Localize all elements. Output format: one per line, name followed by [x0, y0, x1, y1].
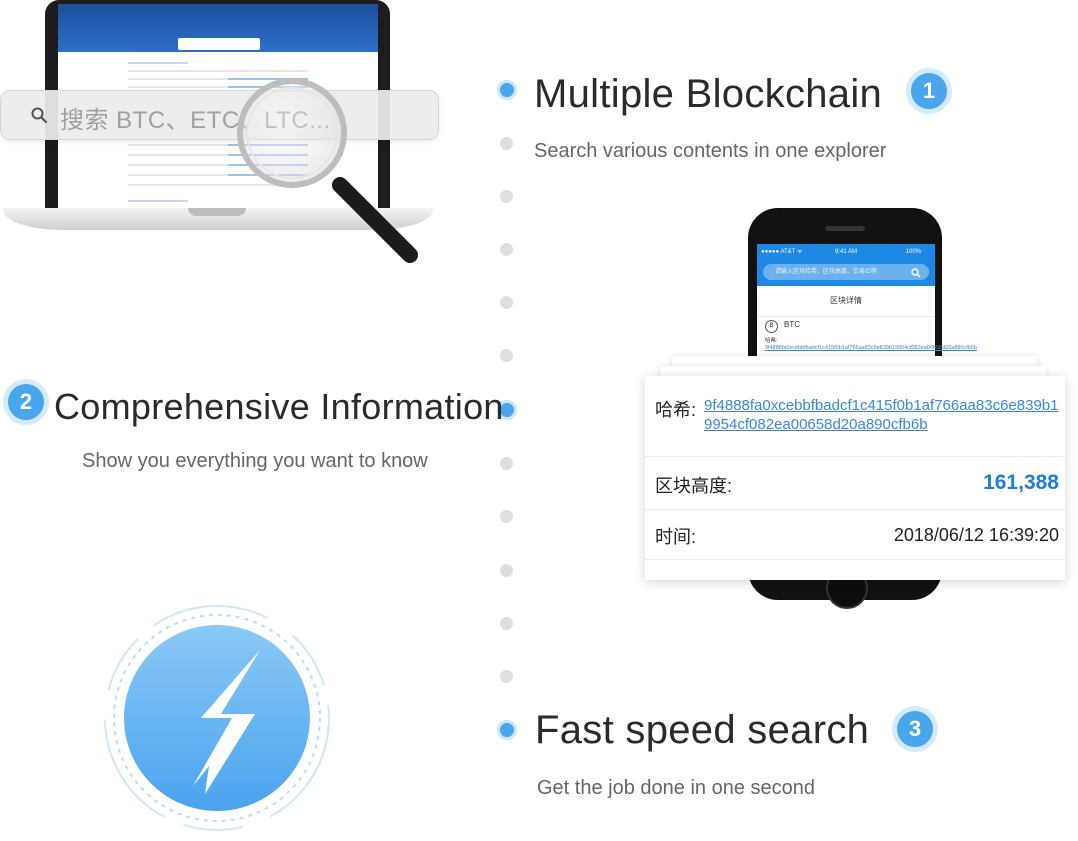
display-link: [228, 78, 308, 80]
coin-icon: B: [765, 320, 778, 333]
feature-2-title: Comprehensive Information: [54, 386, 504, 427]
phone-hash-label: 哈希:: [765, 338, 778, 344]
feature-3-title: Fast speed search: [535, 708, 870, 752]
card-time-value: 2018/06/12 16:39:20: [893, 525, 1059, 545]
timeline-dot: [500, 670, 513, 683]
display-row: [128, 164, 308, 166]
timeline-dot: [500, 564, 513, 577]
phone-page-title: 区块详情: [757, 286, 935, 317]
card-time-label: 时间:: [655, 527, 697, 547]
timeline-dot: [500, 349, 513, 362]
timeline-dot: [500, 617, 513, 630]
magnifier-icon: [237, 78, 418, 263]
laptop-base: [3, 208, 433, 230]
timeline-dot: [500, 243, 513, 256]
phone-nav-bar: 请输入区块哈希、区块高度、交易ID等: [757, 260, 935, 286]
feature-3-badge: 3: [892, 706, 938, 752]
phone-speaker: [825, 226, 865, 231]
display-row: [128, 62, 188, 64]
feature-2-subtitle: Show you everything you want to know: [82, 450, 428, 472]
display-search-box: [178, 38, 260, 50]
timeline-dot: [500, 137, 513, 150]
phone-search-icon[interactable]: [911, 268, 921, 278]
timeline-dot: [500, 457, 513, 470]
feature-2-badge: 2: [3, 379, 49, 425]
timeline-active-dot: [497, 80, 517, 100]
display-row: [128, 154, 308, 156]
search-icon: [31, 107, 48, 124]
display-row: [128, 184, 308, 186]
feature-1-badge: 1: [906, 68, 952, 114]
phone-hash-link[interactable]: 9f4888fa0xcebbfbadcf1c415f0b1af766aa83c6…: [765, 345, 977, 351]
phone-hash-row: 哈希: 9f4888fa0xcebbfbadcf1c415f0b1af766aa…: [765, 338, 977, 352]
detail-card: 哈希: 9f4888fa0xcebbfbadcf1c415f0b1af766aa…: [645, 376, 1065, 580]
timeline-dot: [500, 190, 513, 203]
phone-time: 9:41 AM: [835, 249, 858, 255]
card-height-value[interactable]: 161,388: [983, 471, 1059, 494]
card-hash-label: 哈希:: [655, 400, 697, 420]
display-row: [128, 174, 308, 176]
display-row: [128, 200, 188, 202]
card-height-label: 区块高度:: [655, 476, 733, 496]
card-time-row: 时间: 2018/06/12 16:39:20: [645, 509, 1065, 560]
timeline-active-dot: [497, 400, 517, 420]
display-row: [128, 78, 308, 80]
display-row: [128, 70, 308, 72]
display-row: [128, 144, 308, 146]
phone-coin-row: B BTC: [765, 320, 800, 333]
phone-status-bar: ●●●●● AT&T ᯤ 9:41 AM 100%: [757, 244, 935, 260]
display-row: [128, 86, 308, 88]
card-hash-link[interactable]: 9f4888fa0xcebbfbadcf1c415f0b1af766aa83c6…: [704, 397, 1059, 433]
phone-carrier: ●●●●● AT&T ᯤ: [761, 249, 803, 255]
phone-battery: 100%: [905, 249, 921, 255]
card-hash-row: 哈希: 9f4888fa0xcebbfbadcf1c415f0b1af766aa…: [645, 376, 1065, 457]
phone-search-input[interactable]: 请输入区块哈希、区块高度、交易ID等: [763, 264, 929, 280]
card-height-row: 区块高度: 161,388: [645, 456, 1065, 510]
feature-1-title: Multiple Blockchain: [534, 72, 883, 116]
timeline-active-dot: [497, 720, 517, 740]
timeline-dot: [500, 510, 513, 523]
laptop-notch: [188, 208, 246, 216]
search-bar[interactable]: [0, 90, 439, 140]
feature-1-subtitle: Search various contents in one explorer: [534, 140, 887, 162]
phone-coin-name: BTC: [784, 320, 800, 329]
feature-3-subtitle: Get the job done in one second: [537, 777, 815, 799]
timeline-dot: [500, 296, 513, 309]
lightning-icon: [104, 605, 330, 831]
